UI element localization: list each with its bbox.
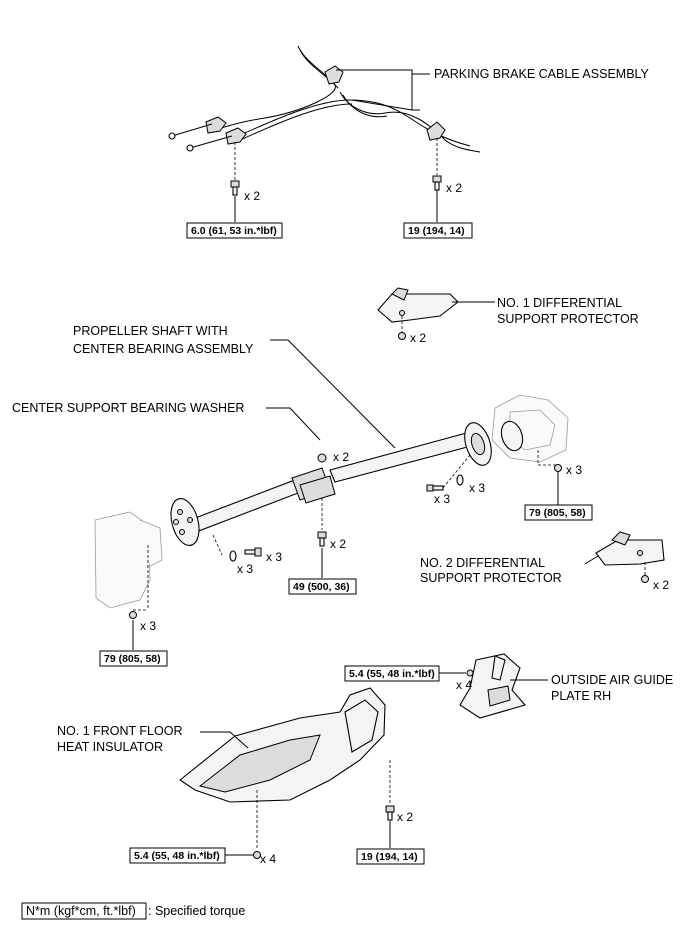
outside-air-guide-plate-rh [459, 653, 526, 719]
qty-front-nut: x 3 [140, 619, 156, 633]
qty-diff-protector-2: x 2 [653, 578, 669, 592]
bolt-insulator-right [385, 805, 395, 821]
legend: N*m (kgf*cm, ft.*lbf) : Specified torque [21, 902, 245, 920]
label-heat-insulator-line2: HEAT INSULATOR [57, 740, 163, 754]
label-heat-insulator-line1: NO. 1 FRONT FLOOR [57, 724, 182, 738]
qty-rear-washer: x 3 [469, 481, 485, 495]
label-air-guide-line1: OUTSIDE AIR GUIDE [551, 673, 673, 687]
legend-unit: N*m (kgf*cm, ft.*lbf) [26, 904, 136, 918]
label-no2-diff-protector-line1: NO. 2 DIFFERENTIAL [420, 556, 545, 570]
qty-diff-protector-1: x 2 [410, 331, 426, 345]
bolt-air-guide [466, 669, 474, 677]
qty-rear-bolt: x 3 [434, 492, 450, 506]
nut-rear-flange [554, 464, 562, 472]
label-center-support-bearing-washer: CENTER SUPPORT BEARING WASHER [12, 401, 244, 415]
qty-front-bolt: x 3 [266, 550, 282, 564]
qty-air-guide: x 4 [456, 678, 472, 692]
qty-center-washer: x 2 [333, 450, 349, 464]
label-propeller-shaft-line1: PROPELLER SHAFT WITH [73, 324, 228, 338]
qty-rear-nut: x 3 [566, 463, 582, 477]
qty-cable-right: x 2 [446, 181, 462, 195]
qty-insulator-left: x 4 [260, 852, 276, 866]
no1-front-floor-heat-insulator [179, 687, 386, 803]
torque-insulator-right: 19 (194, 14) [361, 851, 418, 863]
bolt-cable-left [230, 180, 240, 196]
parking-brake-cable-assembly [168, 45, 481, 153]
bolt-center-bearing [317, 531, 327, 547]
label-parking-brake-cable-assembly: PARKING BRAKE CABLE ASSEMBLY [434, 67, 650, 81]
label-propeller-shaft-line2: CENTER BEARING ASSEMBLY [73, 342, 254, 356]
qty-insulator-right: x 2 [397, 810, 413, 824]
front-flexible-coupling [170, 498, 200, 546]
torque-front-flange: 79 (805, 58) [104, 653, 161, 665]
torque-rear-flange: 79 (805, 58) [529, 507, 586, 519]
no1-differential-support-protector [377, 287, 459, 323]
torque-center-bearing: 49 (500, 36) [293, 581, 350, 593]
front-flange-bolt [244, 547, 262, 557]
rear-flange [464, 420, 524, 466]
nut-diff-protector-1 [398, 332, 406, 340]
nut-diff-protector-2 [641, 575, 649, 583]
label-no1-diff-protector-line1: NO. 1 DIFFERENTIAL [497, 296, 622, 310]
torque-insulator-left: 5.4 (55, 48 in.*lbf) [134, 850, 220, 862]
front-flange-washer [229, 550, 237, 562]
qty-front-washer: x 3 [237, 562, 253, 576]
rear-flange-bolt [426, 484, 444, 492]
nut-insulator-left [253, 851, 261, 859]
qty-center-bearing: x 2 [330, 537, 346, 551]
rear-flange-washer [456, 474, 464, 486]
legend-description: : Specified torque [148, 904, 245, 918]
leader-parking-brake [336, 69, 430, 111]
no2-differential-support-protector [595, 531, 665, 566]
torque-air-guide: 5.4 (55, 48 in.*lbf) [349, 668, 435, 680]
label-no2-diff-protector-line2: SUPPORT PROTECTOR [420, 571, 562, 585]
label-air-guide-line2: PLATE RH [551, 689, 611, 703]
propeller-shaft-body [189, 431, 476, 533]
torque-cable-right: 19 (194, 14) [408, 225, 465, 237]
label-no1-diff-protector-line2: SUPPORT PROTECTOR [497, 312, 639, 326]
transmission-ghost [94, 511, 163, 609]
nut-front-flange [129, 611, 137, 619]
center-support-washer [317, 453, 327, 463]
qty-cable-left: x 2 [244, 189, 260, 203]
torque-cable-left: 6.0 (61, 53 in.*lbf) [191, 225, 277, 237]
bolt-cable-right [432, 175, 442, 191]
